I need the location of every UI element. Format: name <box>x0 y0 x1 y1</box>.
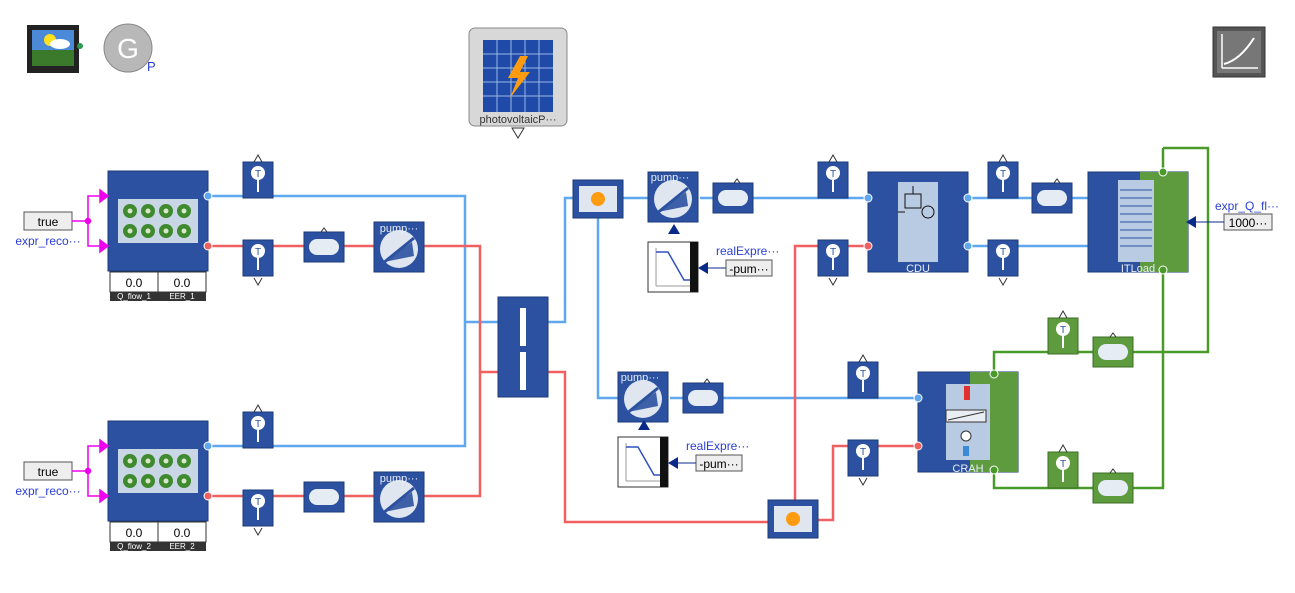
chiller-2-readouts: 0.0 0.0 Q_flow_2 EER_2 <box>109 521 207 551</box>
t-sensor[interactable]: T <box>817 161 849 199</box>
pump-label: pump··· <box>651 172 690 184</box>
q-flow-value: 0.0 <box>126 276 143 290</box>
neg-pump-value: -pum··· <box>729 262 768 276</box>
expr-q-flow-source[interactable]: expr_Q_fl··· 1000··· <box>1186 199 1279 231</box>
header-block[interactable] <box>497 296 549 398</box>
pipe[interactable] <box>1092 472 1134 504</box>
pump-label: pump··· <box>621 372 660 384</box>
bool-value: true <box>38 215 59 229</box>
t-sensor[interactable]: T <box>242 161 274 199</box>
t-sensor[interactable]: T <box>1047 451 1079 489</box>
sensor-letter: T <box>255 247 261 258</box>
crah-label: CRAH <box>952 463 983 475</box>
t-sensor[interactable]: T <box>987 239 1019 277</box>
bool-value: true <box>38 465 59 479</box>
sensor-letter: T <box>1000 247 1006 258</box>
chiller-1-control-lines <box>72 188 110 254</box>
expr-label: expr_reco··· <box>15 484 80 498</box>
eer-value: 0.0 <box>174 276 191 290</box>
chiller-1-pump[interactable]: pump··· <box>372 220 426 274</box>
sensor-markers <box>253 153 1117 537</box>
q-flow-value: 0.0 <box>126 526 143 540</box>
lightning-icon <box>508 56 530 98</box>
itload-block[interactable]: ITLoad <box>1087 167 1189 275</box>
chiller-1-readouts: 0.0 0.0 Q_flow_1 EER_1 <box>109 271 207 301</box>
t-sensor[interactable]: T <box>242 489 274 527</box>
pipe[interactable] <box>303 481 345 513</box>
plot-icon[interactable] <box>1212 26 1266 78</box>
expr-q-label: expr_Q_fl··· <box>1215 199 1279 213</box>
global-parameters-icon[interactable]: G P <box>103 23 156 74</box>
sensor-letter: T <box>830 169 836 180</box>
expr-label: expr_reco··· <box>15 234 80 248</box>
real-expression-lower[interactable]: realExpre··· -pum··· <box>668 439 749 472</box>
chiller-2-bool-source[interactable]: true expr_reco··· <box>15 461 81 498</box>
t-sensor[interactable]: T <box>847 439 879 477</box>
global-params-letter: G <box>117 33 139 64</box>
pump-label: pump··· <box>380 473 419 485</box>
t-sensor[interactable]: T <box>242 239 274 277</box>
expr-q-value: 1000··· <box>1229 216 1268 230</box>
q-flow-caption: Q_flow_1 <box>117 292 151 301</box>
sensor-letter: T <box>1000 169 1006 180</box>
chiller-2-control-lines <box>72 438 110 504</box>
neg-pump-value: -pum··· <box>699 457 738 471</box>
middle-upper-pump[interactable]: pump··· <box>646 170 700 224</box>
eer-caption: EER_2 <box>169 542 195 551</box>
t-sensor[interactable]: T <box>847 361 879 399</box>
photovoltaic-block[interactable]: photovoltaicP··· <box>468 27 568 139</box>
sensor-letter: T <box>1060 325 1066 336</box>
t-sensor[interactable]: T <box>242 411 274 449</box>
signal-arrow <box>638 420 650 430</box>
pipe[interactable] <box>303 231 345 263</box>
eer-caption: EER_1 <box>169 292 195 301</box>
mixing-valve[interactable] <box>767 499 819 539</box>
signal-arrow <box>668 224 680 234</box>
crah-block[interactable]: CRAH <box>913 369 1019 475</box>
middle-lower-pump[interactable]: pump··· <box>616 370 670 424</box>
t-sensor[interactable]: T <box>1047 317 1079 355</box>
pipe[interactable] <box>1092 336 1134 368</box>
pipe[interactable] <box>682 382 724 414</box>
pump-label: pump··· <box>380 223 419 235</box>
cdu-label: CDU <box>906 263 930 275</box>
q-flow-caption: Q_flow_2 <box>117 542 151 551</box>
global-params-subscript: P <box>147 59 156 74</box>
real-expression-upper[interactable]: realExpre··· -pum··· <box>698 244 779 277</box>
sensor-letter: T <box>1060 459 1066 470</box>
weather-icon[interactable] <box>27 25 83 73</box>
sensor-letter: T <box>860 447 866 458</box>
chiller-1-bool-source[interactable]: true expr_reco··· <box>15 211 81 248</box>
ramp-source[interactable] <box>617 436 669 488</box>
itload-label: ITLoad <box>1121 263 1155 275</box>
chiller-2-pump[interactable]: pump··· <box>372 470 426 524</box>
pipe[interactable] <box>712 182 754 214</box>
sensor-letter: T <box>830 247 836 258</box>
sensor-letter: T <box>255 419 261 430</box>
cdu-block[interactable]: CDU <box>863 171 973 275</box>
ramp-source[interactable] <box>647 241 699 293</box>
sensor-letter: T <box>860 369 866 380</box>
chiller-1-block[interactable] <box>107 170 213 272</box>
mixing-valve[interactable] <box>572 179 624 219</box>
t-sensor[interactable]: T <box>987 161 1019 199</box>
pv-label: photovoltaicP··· <box>479 114 556 126</box>
eer-value: 0.0 <box>174 526 191 540</box>
sensor-letter: T <box>255 169 261 180</box>
chiller-2-block[interactable] <box>107 420 213 522</box>
pipe[interactable] <box>1031 182 1073 214</box>
real-expr-label: realExpre··· <box>716 244 779 258</box>
sensor-letter: T <box>255 497 261 508</box>
real-expr-label: realExpre··· <box>686 439 749 453</box>
t-sensor[interactable]: T <box>817 239 849 277</box>
